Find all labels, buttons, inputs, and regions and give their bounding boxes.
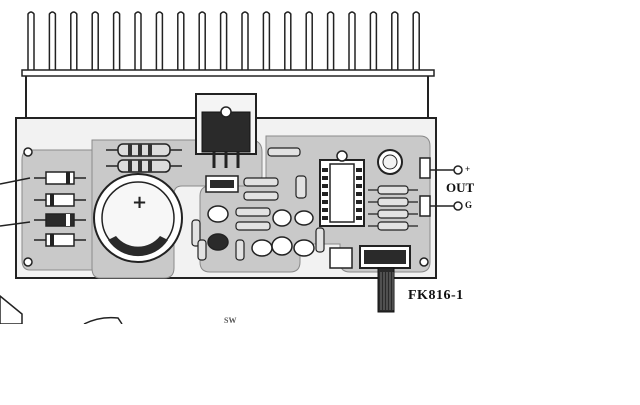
ic-pin xyxy=(356,200,362,204)
ic-pins xyxy=(322,168,362,220)
heatsink-fin xyxy=(305,11,313,72)
heatsink-fin xyxy=(134,11,142,72)
output-label: OUT xyxy=(446,180,475,195)
ic-notch xyxy=(336,150,348,162)
ic-pin xyxy=(356,208,362,212)
resistor-column xyxy=(235,147,307,231)
ic-pin xyxy=(322,208,328,212)
input-wire xyxy=(0,177,31,185)
electrolytic-capacitor-small xyxy=(377,149,403,175)
power-input-wires xyxy=(0,177,31,227)
pot-face xyxy=(364,250,406,264)
heatsink-fin xyxy=(284,11,292,72)
filter-capacitor: + xyxy=(93,173,183,263)
heatsink-fin xyxy=(155,11,164,72)
mount-hole xyxy=(23,257,33,267)
resistor xyxy=(106,159,182,173)
pot-shaft xyxy=(377,267,395,313)
ic-chip xyxy=(319,150,365,227)
heatsink-fin xyxy=(177,11,185,72)
output-fuse xyxy=(419,157,431,179)
jumper-block xyxy=(329,247,353,269)
diode xyxy=(34,193,86,207)
image-crop-area xyxy=(0,324,640,400)
bridge-rectifier-diodes xyxy=(34,171,86,247)
diode xyxy=(34,213,86,227)
heatsink-rail xyxy=(21,69,435,77)
pot-shaft-knurl xyxy=(380,272,394,310)
capacitor-plus-mark: + xyxy=(132,192,147,213)
resistor xyxy=(106,143,182,157)
ic-pin xyxy=(322,184,328,188)
small-transistor-body xyxy=(210,180,234,188)
mount-hole xyxy=(419,257,429,267)
heatsink-fin xyxy=(198,11,206,72)
resistor xyxy=(377,221,409,231)
heatsink-fins xyxy=(27,11,420,72)
output-terminal-plus xyxy=(453,165,463,175)
small-parts xyxy=(191,147,353,269)
resistor xyxy=(377,185,409,195)
heatsink-fin xyxy=(262,11,271,72)
partial-wire xyxy=(83,316,123,325)
ic-pin xyxy=(356,184,362,188)
resistor xyxy=(377,197,409,207)
output-terminals xyxy=(419,157,463,217)
heatsink-fin xyxy=(91,11,99,72)
ic-pin xyxy=(322,192,328,196)
heatsink-fin xyxy=(48,11,57,72)
input-wire xyxy=(0,221,31,227)
potentiometer xyxy=(359,245,411,313)
cropped-bottom-parts xyxy=(0,295,123,325)
output-terminal-minus xyxy=(453,201,463,211)
partial-housing xyxy=(0,295,23,325)
heatsink-fin xyxy=(412,11,420,72)
diode xyxy=(34,171,86,185)
diode xyxy=(34,233,86,247)
mounting-holes xyxy=(23,147,429,267)
output-fuse xyxy=(419,195,431,217)
ic-pin xyxy=(322,176,328,180)
power-transistor xyxy=(195,93,257,168)
resistor xyxy=(377,209,409,219)
resistors-top xyxy=(106,143,182,173)
heatsink-fin xyxy=(369,11,378,72)
mount-hole xyxy=(23,147,33,157)
ic-pin xyxy=(356,176,362,180)
ic-inner xyxy=(329,163,355,223)
ic-pin xyxy=(356,192,362,196)
heatsink-fin xyxy=(27,11,35,72)
heatsink-fin xyxy=(112,11,121,72)
ic-pin xyxy=(356,216,362,220)
small-resistors-vertical xyxy=(191,219,325,261)
right-resistor-bank xyxy=(368,185,418,231)
ic-pin xyxy=(322,200,328,204)
heatsink-fin xyxy=(391,11,399,72)
ic-pin xyxy=(356,168,362,172)
transistor-mount-hole xyxy=(220,106,232,118)
heatsink-fin xyxy=(241,11,249,72)
output-ground-label: G xyxy=(465,200,473,210)
capacitor-stripe xyxy=(108,236,168,257)
output-plus-label: + xyxy=(465,164,471,174)
ic-pin xyxy=(322,216,328,220)
heatsink-fin xyxy=(219,11,228,72)
heatsink-fin xyxy=(70,11,78,72)
transistor-body xyxy=(201,111,251,153)
model-label: FK816-1 xyxy=(408,288,464,303)
switch-label: SW xyxy=(224,316,237,325)
ceramic-capacitors xyxy=(207,205,315,257)
ic-pin xyxy=(322,168,328,172)
heatsink-fin xyxy=(326,11,335,72)
heatsink-fin xyxy=(348,11,356,72)
